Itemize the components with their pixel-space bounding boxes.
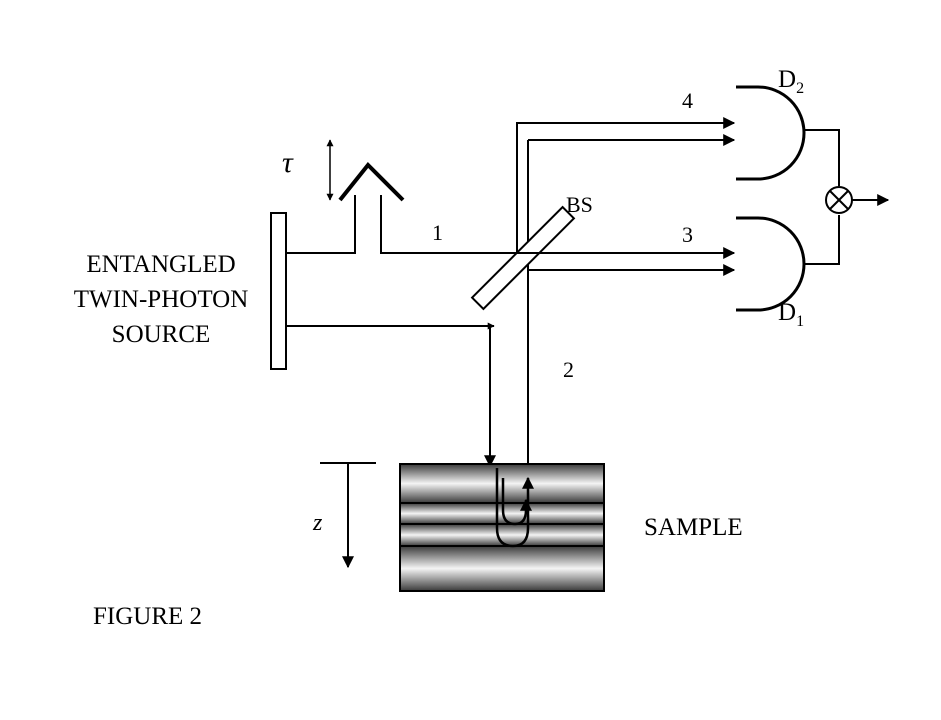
bs-label: BS <box>566 192 593 217</box>
detector-wiring <box>803 129 840 265</box>
detector-d2-label: D2 <box>778 66 804 97</box>
path-1-label: 1 <box>432 220 443 245</box>
source-label-line3: SOURCE <box>112 321 211 348</box>
path-2-label: 2 <box>563 357 574 382</box>
beam-splitter <box>470 205 576 311</box>
path-4-label: 4 <box>682 88 693 113</box>
path-3-label: 3 <box>682 222 693 247</box>
delay-prism <box>338 162 405 202</box>
beam-to-sample <box>286 325 496 468</box>
detector-d1-label: D1 <box>778 299 804 330</box>
beam-1-path <box>286 195 517 254</box>
source-label-line2: TWIN-PHOTON <box>74 286 249 313</box>
tau-label: τ <box>282 146 294 179</box>
coincidence-multiplier-icon <box>825 186 853 214</box>
detector-d1 <box>736 216 806 312</box>
reflection-path-shallow <box>501 478 532 526</box>
source-block <box>270 212 287 370</box>
depth-label: z <box>312 510 323 536</box>
reflection-path-deep <box>495 468 534 548</box>
beam-4-outer <box>516 117 736 253</box>
detector-d2 <box>736 85 806 181</box>
sample-label: SAMPLE <box>644 514 743 541</box>
figure-caption: FIGURE 2 <box>93 603 202 630</box>
source-label-line1: ENTANGLED <box>86 251 235 278</box>
